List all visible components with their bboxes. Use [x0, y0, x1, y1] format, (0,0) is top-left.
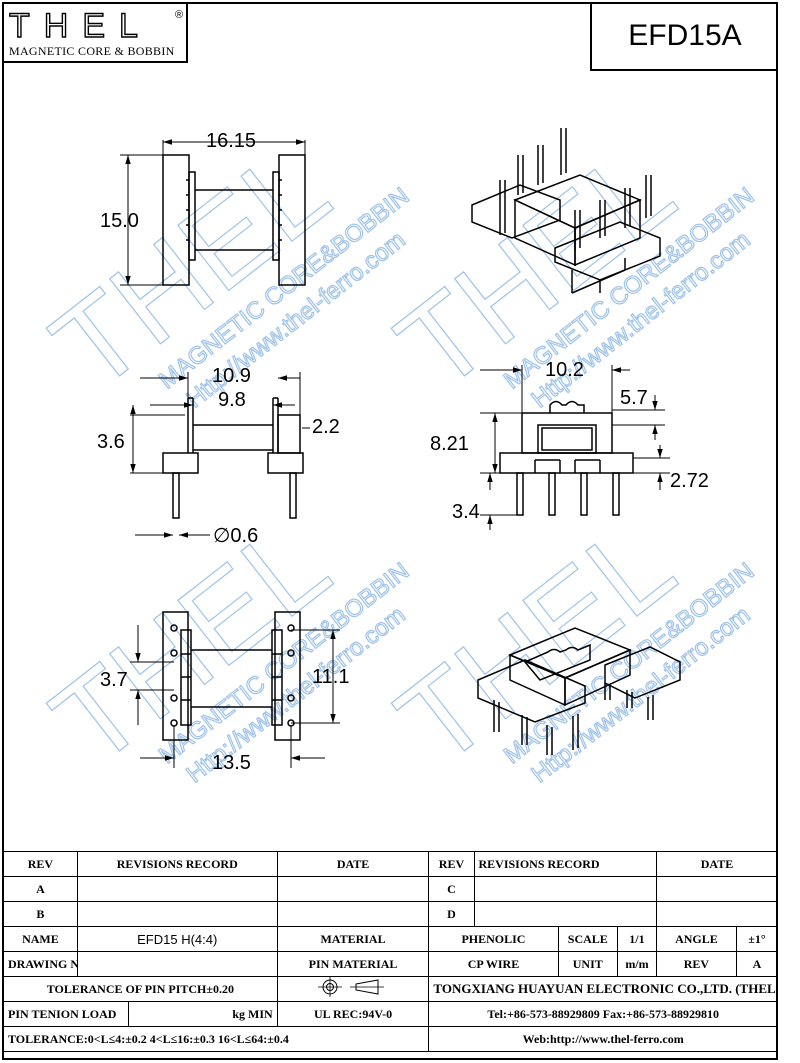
projection-icon: [318, 977, 385, 997]
scale-label: SCALE: [557, 926, 619, 952]
bottom-view: [130, 611, 340, 768]
logo-registered-mark: ®: [175, 9, 184, 21]
revision-header-row: REV REVISIONS RECORD DATE REV REVISIONS …: [3, 851, 779, 877]
dim-front-pin-len: 3.4: [452, 501, 480, 523]
rev-d: D: [428, 901, 475, 927]
company-name: TONGXIANG HUAYUAN ELECTRONIC CO.,LTD. (T…: [428, 976, 778, 1002]
material-label: MATERIAL: [276, 926, 430, 952]
revision-row-a: A C: [3, 876, 779, 902]
rev-c-date: [655, 876, 779, 902]
rev-c: C: [428, 876, 475, 902]
rev-c-record: [473, 876, 657, 902]
isometric-view-top: [471, 128, 661, 294]
rev-d-record: [473, 901, 657, 927]
dim-top-height: 15.0: [100, 210, 139, 232]
tolerance-pitch-row: TOLERANCE OF PIN PITCH±0.20 TONGXIANG HU…: [3, 976, 778, 1002]
scale-value: 1/1: [617, 926, 657, 952]
rev-header-right: REV: [428, 851, 475, 877]
unit-label: UNIT: [557, 951, 619, 977]
tel-fax: Tel:+86-573-88929809 Fax:+86-573-8892981…: [428, 1001, 778, 1027]
dim-top-width: 16.15: [206, 130, 256, 152]
dim-side-base: 3.6: [97, 431, 125, 453]
dim-bottom-pitch: 3.7: [100, 669, 128, 691]
logo-wordmark: THEL: [8, 6, 152, 45]
rev-label: REV: [655, 951, 737, 977]
drawing-frame: [2, 2, 778, 1060]
rev-a: A: [3, 876, 78, 902]
rev-value: A: [735, 951, 779, 977]
top-view: [120, 139, 306, 286]
dim-side-flange: 2.2: [312, 416, 340, 438]
name-value: EFD15 H(4:4): [76, 926, 278, 952]
dim-front-window: 5.7: [620, 387, 648, 409]
dim-side-inner: 9.8: [218, 389, 246, 411]
name-row: NAME EFD15 H(4:4) MATERIAL PHENOLIC SCAL…: [3, 926, 779, 952]
front-view: [480, 365, 670, 530]
dim-bottom-span: 13.5: [212, 752, 251, 774]
tolerance-general-row: TOLERANCE:0<L≤4:±0.2 4<L≤16:±0.3 16<L≤64…: [2, 1026, 778, 1052]
pin-tension-label: PIN TENION LOAD: [2, 1001, 130, 1027]
company-web: Web:http://www.thel-ferro.com: [428, 1026, 778, 1052]
revisions-record-right: REVISIONS RECORD: [473, 851, 657, 877]
watermark-top-right: THEL MAGNETIC CORE&BOBBIN Http://www.the…: [373, 120, 760, 416]
revision-row-b: B D: [3, 901, 779, 927]
pin-tension-unit: kg MIN: [128, 1001, 278, 1027]
rev-d-date: [655, 901, 779, 927]
pin-material-label: PIN MATERIAL: [276, 951, 430, 977]
rev-a-record: [76, 876, 278, 902]
pin-tension-row: PIN TENION LOAD kg MIN UL REC:94V-0 Tel:…: [2, 1001, 778, 1027]
pin-material-value: CP WIRE: [428, 951, 559, 977]
rev-b-record: [76, 901, 278, 927]
rev-b-date: [276, 901, 430, 927]
unit-value: m/m: [617, 951, 657, 977]
angle-value: ±1°: [735, 926, 779, 952]
tolerance-pitch: TOLERANCE OF PIN PITCH±0.20: [3, 976, 278, 1002]
projection-symbol: [276, 976, 430, 1002]
drawing-no-label: DRAWING NO: [3, 951, 78, 977]
isometric-view-bottom: [477, 627, 681, 755]
revisions-record-left: REVISIONS RECORD: [76, 851, 278, 877]
rev-header-left: REV: [3, 851, 78, 877]
part-number: EFD15A: [590, 3, 778, 71]
angle-label: ANGLE: [655, 926, 737, 952]
technical-drawing: THEL MAGNETIC CORE&BOBBIN Http://www.the…: [28, 120, 760, 791]
dim-front-pin-offset: 2.72: [670, 470, 709, 492]
title-block: REV REVISIONS RECORD DATE REV REVISIONS …: [2, 851, 779, 1052]
date-header-left: DATE: [276, 851, 430, 877]
tolerance-general: TOLERANCE:0<L≤4:±0.2 4<L≤16:±0.3 16<L≤64…: [2, 1026, 430, 1052]
material-value: PHENOLIC: [428, 926, 559, 952]
rev-a-date: [276, 876, 430, 902]
dim-front-width: 10.2: [545, 359, 584, 381]
company-logo: THEL ® MAGNETIC CORE & BOBBIN: [3, 3, 188, 63]
rev-b: B: [3, 901, 78, 927]
logo-subtitle: MAGNETIC CORE & BOBBIN: [9, 44, 175, 58]
dim-bottom-row: 11.1: [312, 666, 349, 688]
dim-side-overall: 10.9: [212, 365, 251, 387]
side-view: [130, 372, 310, 538]
ul-rec: UL REC:94V-0: [276, 1001, 430, 1027]
name-label: NAME: [3, 926, 78, 952]
dim-front-height: 8.21: [430, 433, 469, 455]
date-header-right: DATE: [655, 851, 779, 877]
dim-pin-diameter: ∅0.6: [213, 525, 258, 547]
drawing-no-value: [76, 951, 278, 977]
watermark-bottom-right: THEL MAGNETIC CORE&BOBBIN Http://www.the…: [373, 495, 760, 791]
drawing-no-row: DRAWING NO PIN MATERIAL CP WIRE UNIT m/m…: [3, 951, 779, 977]
watermark-bottom-left: THEL MAGNETIC CORE&BOBBIN Http://www.the…: [28, 495, 415, 791]
